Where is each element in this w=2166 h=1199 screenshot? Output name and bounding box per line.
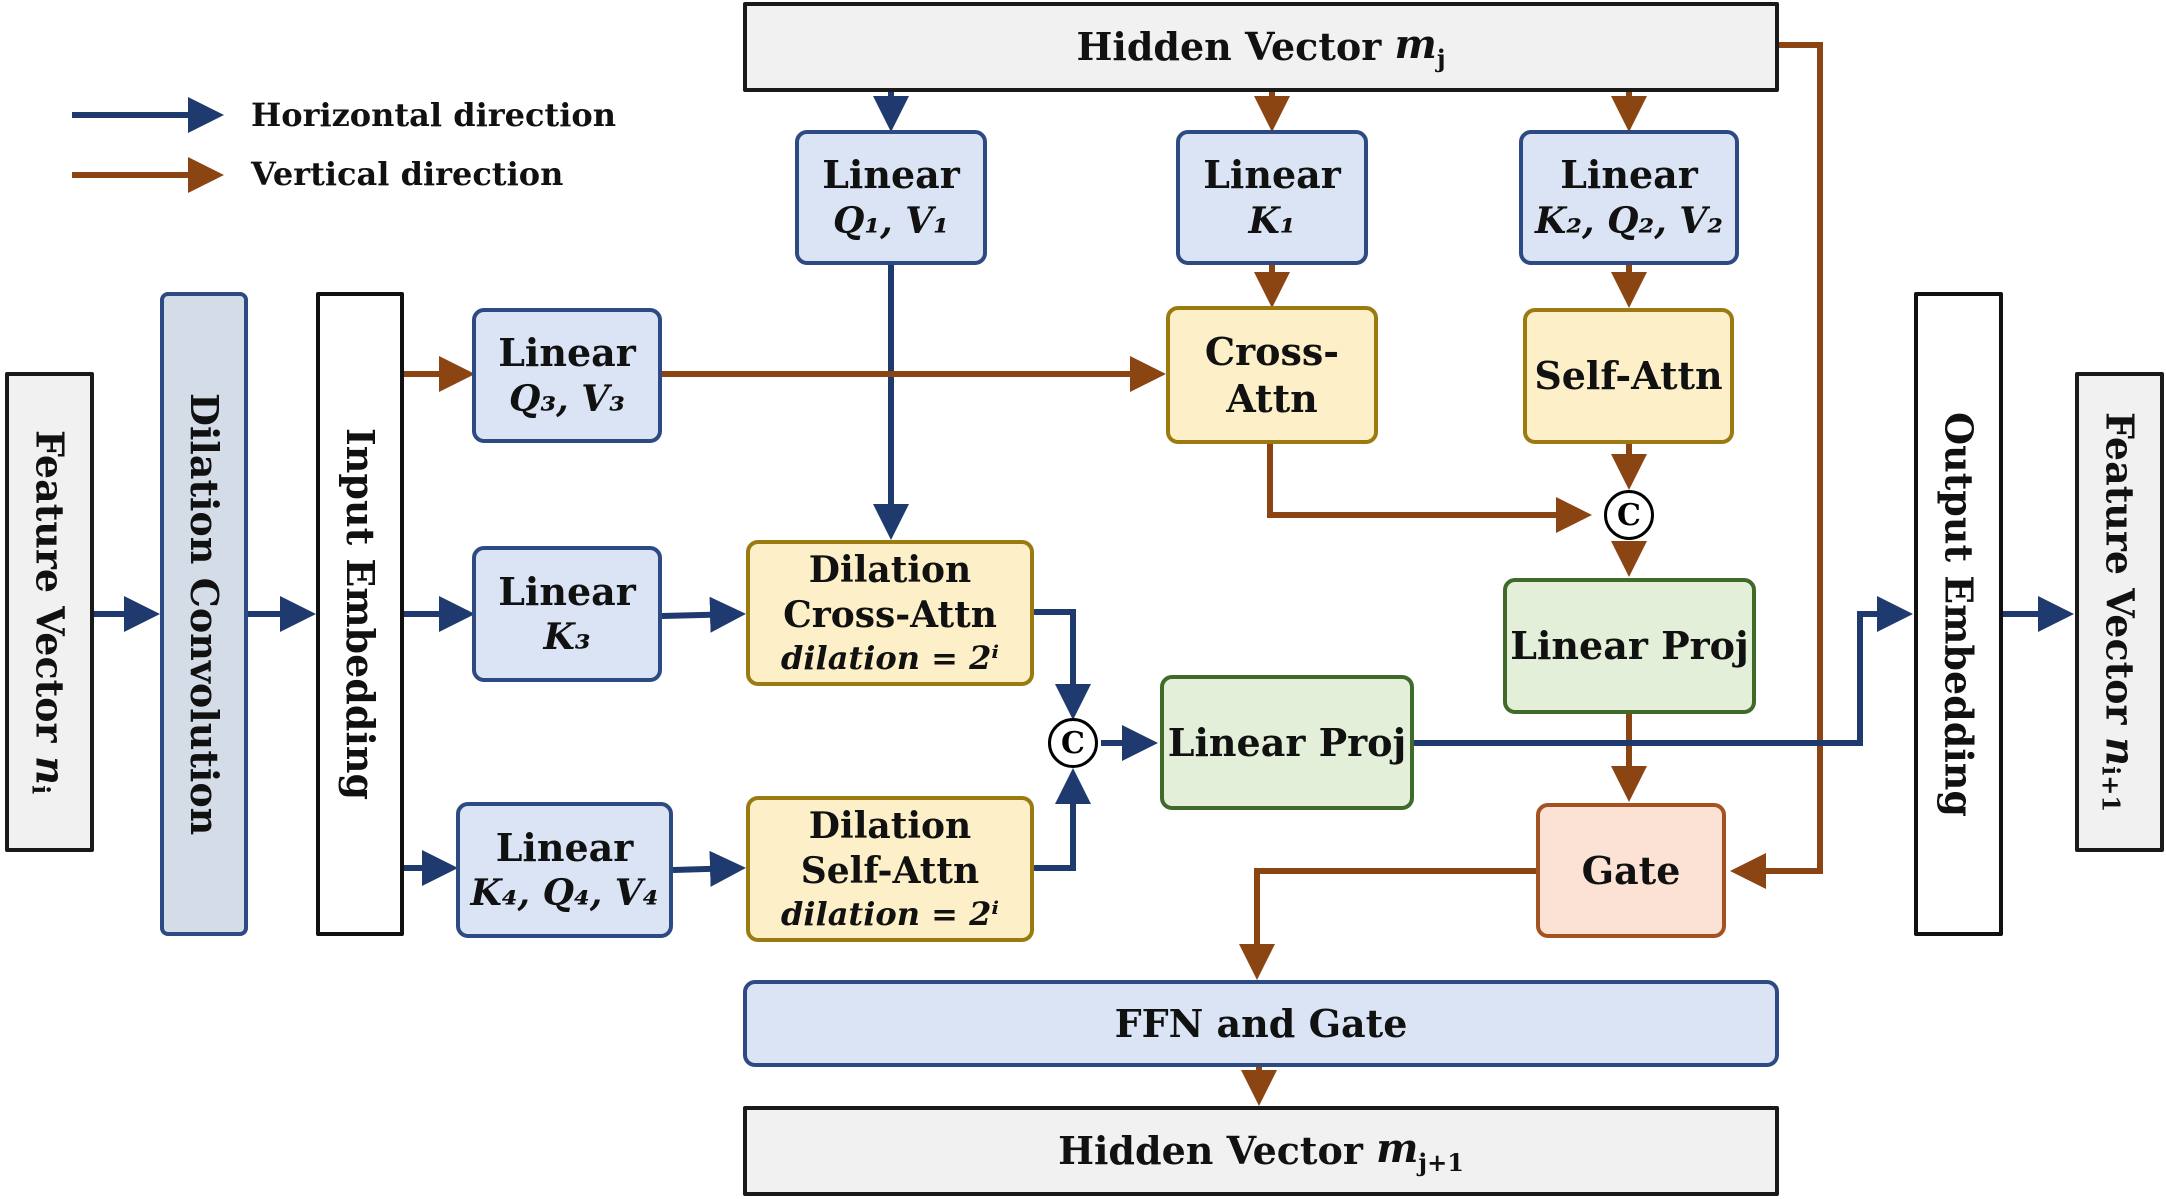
linear-q3-v3-title: Linear <box>498 330 636 376</box>
arrow-linproj-mid-to-outemb <box>1414 596 1913 746</box>
dilation-cross-attn-line1: Dilation <box>808 549 972 591</box>
hidden-vector-bottom-label: Hidden Vector <box>1058 1128 1377 1174</box>
ffn-and-gate-label: FFN and Gate <box>1114 1000 1408 1046</box>
feature-vector-out-label: Feature Vector <box>2097 411 2143 738</box>
dilation-self-attn: Dilation Self-Attn dilation = 2ⁱ <box>746 796 1034 942</box>
hidden-vector-top-symbol: mj <box>1394 20 1445 74</box>
arrow-dilself-to-concat <box>1034 768 1091 871</box>
linear-k4-q4-v4-symbols: K₄, Q₄, V₄ <box>470 872 659 915</box>
hidden-vector-bottom: Hidden Vector mj+1 <box>743 1106 1779 1196</box>
arrow-k3-to-dilcross <box>661 596 746 633</box>
linear-k1-title: Linear <box>1203 152 1341 198</box>
linear-k4-q4-v4: Linear K₄, Q₄, V₄ <box>456 802 673 938</box>
concat-top: C <box>1604 490 1654 540</box>
legend-vertical-label: Vertical direction <box>251 155 564 193</box>
input-embedding-label: Input Embedding <box>337 427 383 801</box>
cross-attn: Cross-Attn <box>1166 306 1378 444</box>
feature-vector-in-var: n <box>26 755 74 785</box>
hidden-vector-bottom-sub: j+1 <box>1418 1148 1464 1177</box>
ffn-and-gate: FFN and Gate <box>743 980 1779 1067</box>
linear-proj-mid-label: Linear Proj <box>1167 719 1407 765</box>
linear-q1-v1-title: Linear <box>822 152 960 198</box>
feature-vector-in-symbol: ni <box>25 756 75 794</box>
linear-k3-title: Linear <box>498 568 636 614</box>
linear-q3-v3-symbols: Q₃, V₃ <box>509 377 625 420</box>
linear-k1: Linear K₁ <box>1176 130 1368 265</box>
linear-proj-mid: Linear Proj <box>1160 675 1414 810</box>
feature-vector-in-sub: i <box>26 784 56 794</box>
dilation-convolution: Dilation Convolution <box>160 292 248 936</box>
concat-mid: C <box>1048 718 1098 768</box>
output-embedding-label: Output Embedding <box>1936 411 1982 817</box>
input-embedding: Input Embedding <box>316 292 404 936</box>
dilation-self-attn-line1: Dilation <box>808 805 972 847</box>
legend-horizontal-label: Horizontal direction <box>251 96 616 134</box>
output-embedding: Output Embedding <box>1914 292 2003 936</box>
self-attn: Self-Attn <box>1523 308 1734 444</box>
arrow-gate-to-ffn <box>1239 868 1536 980</box>
gate-label: Gate <box>1581 847 1681 893</box>
linear-proj-top: Linear Proj <box>1503 578 1756 714</box>
concat-top-label: C <box>1617 497 1641 533</box>
arrow-dilcross-to-concat <box>1034 609 1091 720</box>
dilation-cross-attn: Dilation Cross-Attn dilation = 2ⁱ <box>746 540 1034 686</box>
linear-q3-v3: Linear Q₃, V₃ <box>472 308 662 443</box>
linear-q1-v1-symbols: Q₁, V₁ <box>833 199 949 242</box>
feature-vector-in: Feature Vector ni <box>5 372 94 852</box>
dilation-convolution-label: Dilation Convolution <box>181 392 227 836</box>
dilation-self-attn-line2: Self-Attn <box>800 850 980 892</box>
feature-vector-out: Feature Vector ni+1 <box>2075 372 2164 852</box>
feature-vector-out-sub: i+1 <box>2096 766 2126 813</box>
gate: Gate <box>1536 803 1726 938</box>
linear-k2-q2-v2-title: Linear <box>1560 152 1698 198</box>
arrow-k4q4v4-to-dilself <box>672 850 746 887</box>
linear-k1-symbols: K₁ <box>1248 199 1296 242</box>
linear-k2-q2-v2-symbols: K₂, Q₂, V₂ <box>1534 199 1723 242</box>
linear-k2-q2-v2: Linear K₂, Q₂, V₂ <box>1519 130 1739 265</box>
feature-vector-out-symbol: ni+1 <box>2095 737 2145 812</box>
linear-k4-q4-v4-title: Linear <box>495 824 634 870</box>
hidden-vector-top-label: Hidden Vector <box>1076 24 1395 70</box>
arrow-crossattn-to-concat <box>1267 444 1592 533</box>
dilation-cross-attn-formula: dilation = 2ⁱ <box>781 639 999 677</box>
linear-k3-symbols: K₃ <box>543 616 591 659</box>
linear-q1-v1: Linear Q₁, V₁ <box>795 130 987 265</box>
hidden-vector-top-sub: j <box>1436 44 1446 73</box>
arrow-hidden-to-gate <box>1730 42 1823 889</box>
hidden-vector-top-var: m <box>1394 21 1437 68</box>
linear-proj-top-label: Linear Proj <box>1510 623 1749 669</box>
cross-attn-label: Cross-Attn <box>1204 328 1340 422</box>
dilation-self-attn-formula: dilation = 2ⁱ <box>781 895 999 933</box>
feature-vector-out-var: n <box>2096 737 2144 767</box>
linear-k3: Linear K₃ <box>472 546 662 682</box>
hidden-vector-bottom-symbol: mj+1 <box>1376 1124 1464 1178</box>
concat-mid-label: C <box>1061 725 1085 761</box>
hidden-vector-bottom-var: m <box>1376 1125 1419 1172</box>
hidden-vector-top: Hidden Vector mj <box>743 2 1779 92</box>
feature-vector-in-label: Feature Vector <box>27 430 73 756</box>
self-attn-label: Self-Attn <box>1534 353 1723 399</box>
dilation-cross-attn-line2: Cross-Attn <box>783 594 997 636</box>
